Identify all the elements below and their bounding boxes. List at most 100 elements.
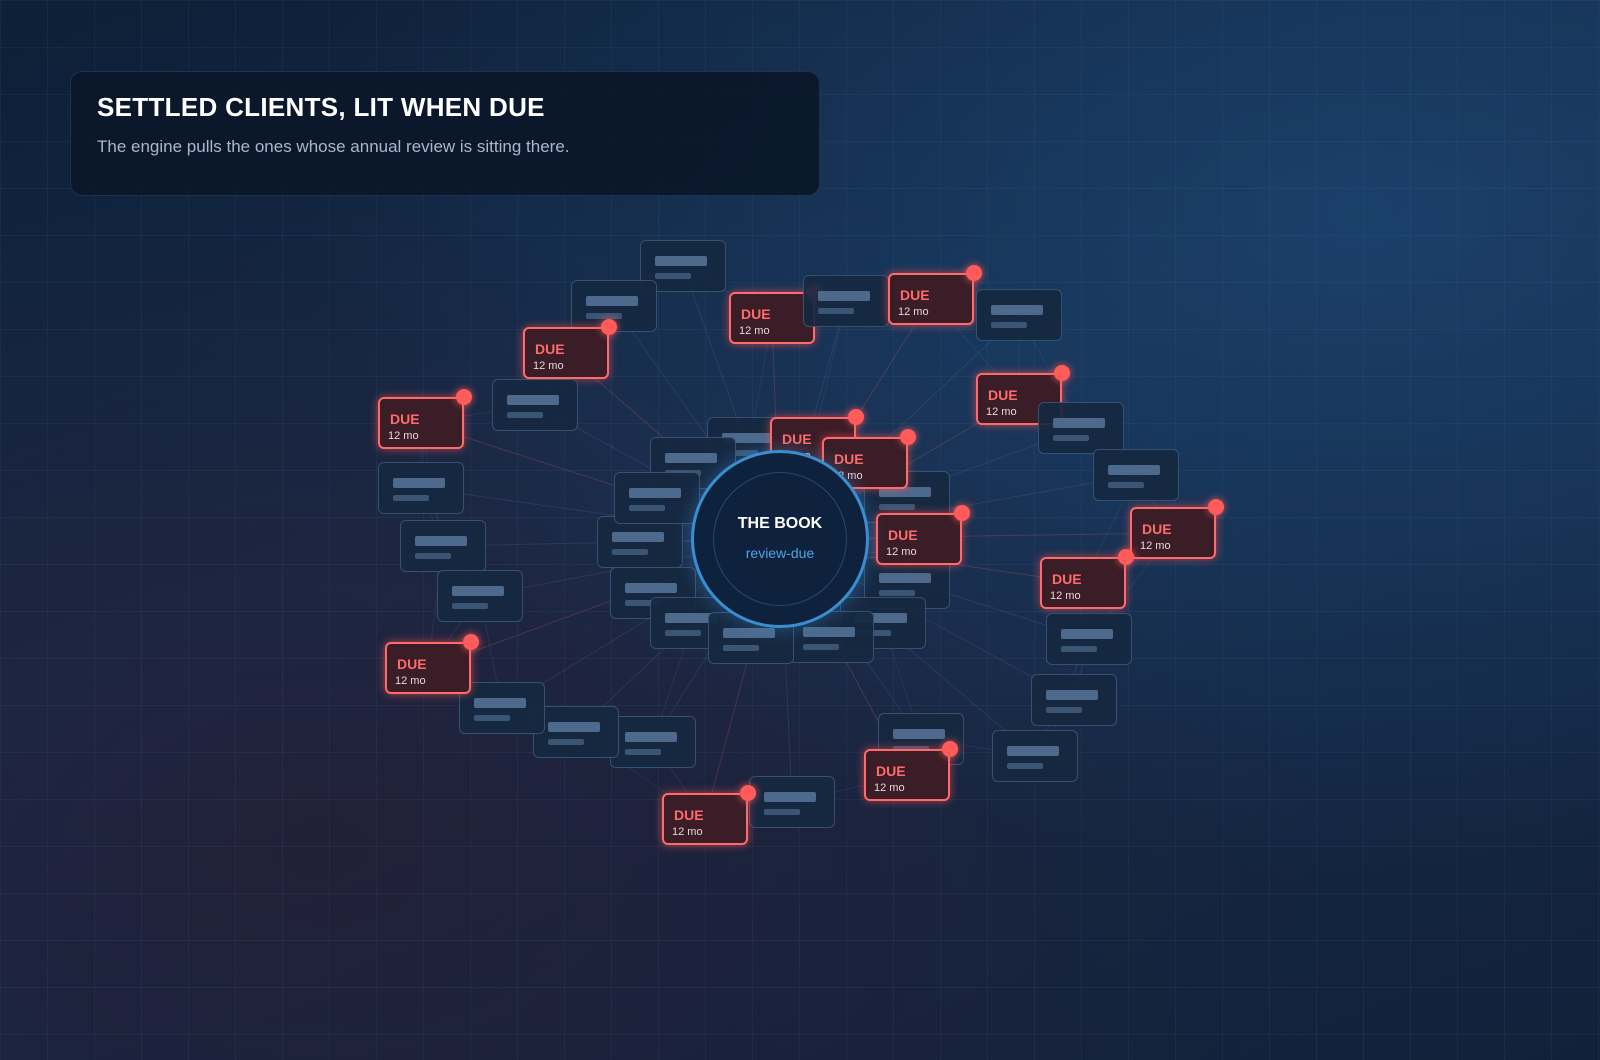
alert-dot-icon: [456, 389, 472, 405]
client-card[interactable]: [1031, 674, 1117, 726]
client-card[interactable]: [976, 289, 1062, 341]
alert-dot-icon: [848, 409, 864, 425]
placeholder-bar: [991, 305, 1043, 315]
placeholder-bar: [1007, 746, 1059, 756]
alert-dot-icon: [1118, 549, 1134, 565]
book-hub[interactable]: THE BOOK review-due: [691, 450, 869, 628]
placeholder-bar: [1061, 646, 1097, 652]
placeholder-bar: [612, 549, 648, 555]
due-label: DUE: [888, 527, 918, 543]
placeholder-bar: [991, 322, 1027, 328]
due-label: DUE: [535, 341, 565, 357]
placeholder-bar: [1046, 707, 1082, 713]
placeholder-bar: [1061, 629, 1113, 639]
client-card[interactable]: [1038, 402, 1124, 454]
client-card[interactable]: [1046, 613, 1132, 665]
due-label: DUE: [397, 656, 427, 672]
client-card-due[interactable]: DUE 12 mo: [385, 634, 479, 694]
due-label: DUE: [988, 387, 1018, 403]
client-card-due[interactable]: DUE 12 mo: [1130, 499, 1224, 559]
placeholder-bar: [629, 488, 681, 498]
placeholder-bar: [879, 504, 915, 510]
due-label: DUE: [390, 411, 420, 427]
due-interval: 12 mo: [388, 430, 419, 442]
client-card[interactable]: [992, 730, 1078, 782]
alert-dot-icon: [1054, 365, 1070, 381]
placeholder-bar: [665, 453, 717, 463]
client-card[interactable]: [437, 570, 523, 622]
hub-title: THE BOOK: [737, 515, 823, 532]
placeholder-bar: [818, 291, 870, 301]
client-card-due[interactable]: DUE 12 mo: [523, 319, 617, 379]
placeholder-bar: [1007, 763, 1043, 769]
client-card[interactable]: [400, 520, 486, 572]
client-card[interactable]: [1093, 449, 1179, 501]
placeholder-bar: [1053, 418, 1105, 428]
page-subtitle: The engine pulls the ones whose annual r…: [97, 137, 570, 156]
placeholder-bar: [1108, 465, 1160, 475]
placeholder-bar: [1108, 482, 1144, 488]
client-card-due[interactable]: DUE 12 mo: [864, 741, 958, 801]
placeholder-bar: [548, 722, 600, 732]
alert-dot-icon: [601, 319, 617, 335]
header-panel: SETTLED CLIENTS, LIT WHEN DUE The engine…: [70, 71, 820, 196]
client-card[interactable]: [533, 706, 619, 758]
client-card[interactable]: [378, 462, 464, 514]
due-interval: 12 mo: [874, 782, 905, 794]
client-card[interactable]: [610, 716, 696, 768]
alert-dot-icon: [954, 505, 970, 521]
placeholder-bar: [625, 749, 661, 755]
client-card[interactable]: [640, 240, 726, 292]
placeholder-bar: [629, 505, 665, 511]
placeholder-bar: [764, 792, 816, 802]
due-label: DUE: [741, 306, 771, 322]
placeholder-bar: [393, 478, 445, 488]
client-card[interactable]: [614, 472, 700, 524]
placeholder-bar: [803, 644, 839, 650]
placeholder-bar: [665, 613, 717, 623]
client-card[interactable]: [803, 275, 889, 327]
due-label: DUE: [782, 431, 812, 447]
placeholder-bar: [893, 729, 945, 739]
due-interval: 12 mo: [986, 406, 1017, 418]
placeholder-bar: [722, 450, 758, 456]
due-interval: 12 mo: [395, 675, 426, 687]
placeholder-bar: [452, 586, 504, 596]
hub-inner-ring: [713, 472, 847, 606]
placeholder-bar: [1046, 690, 1098, 700]
placeholder-bar: [879, 590, 915, 596]
alert-dot-icon: [1208, 499, 1224, 515]
placeholder-bar: [452, 603, 488, 609]
placeholder-bar: [665, 630, 701, 636]
alert-dot-icon: [740, 785, 756, 801]
placeholder-bar: [474, 715, 510, 721]
alert-dot-icon: [942, 741, 958, 757]
client-card-due[interactable]: DUE 12 mo: [378, 389, 472, 449]
due-label: DUE: [876, 763, 906, 779]
placeholder-bar: [474, 698, 526, 708]
client-card-due[interactable]: DUE 12 mo: [976, 365, 1070, 425]
client-card[interactable]: [459, 682, 545, 734]
placeholder-bar: [818, 308, 854, 314]
due-interval: 12 mo: [533, 360, 564, 372]
placeholder-bar: [803, 627, 855, 637]
page-title: SETTLED CLIENTS, LIT WHEN DUE: [97, 92, 545, 122]
placeholder-bar: [655, 273, 691, 279]
due-interval: 12 mo: [1140, 540, 1171, 552]
placeholder-bar: [625, 600, 661, 606]
placeholder-bar: [1053, 435, 1089, 441]
due-label: DUE: [1142, 521, 1172, 537]
placeholder-bar: [625, 583, 677, 593]
due-label: DUE: [674, 807, 704, 823]
client-card[interactable]: [492, 379, 578, 431]
client-card[interactable]: [597, 516, 683, 568]
placeholder-bar: [879, 573, 931, 583]
placeholder-bar: [855, 613, 907, 623]
placeholder-bar: [764, 809, 800, 815]
placeholder-bar: [655, 256, 707, 266]
client-card[interactable]: [749, 776, 835, 828]
